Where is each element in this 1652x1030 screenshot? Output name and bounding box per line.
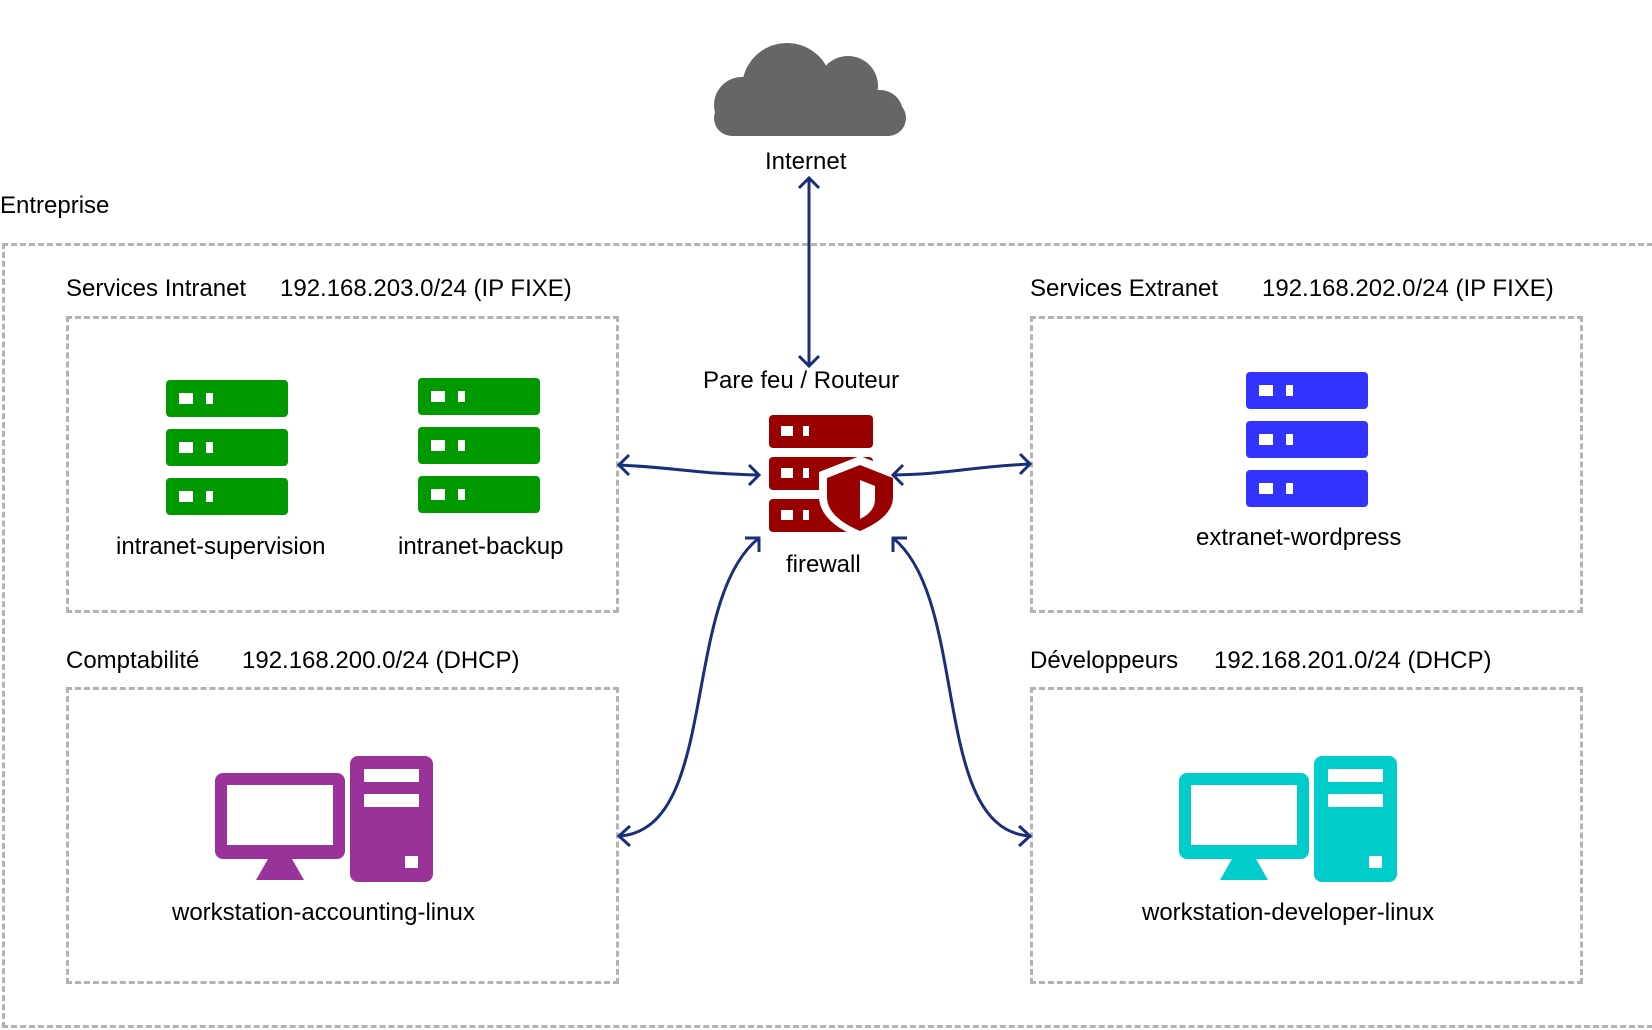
server-icon	[418, 378, 540, 513]
server-icon	[1246, 372, 1368, 507]
workstation-icon	[215, 756, 433, 882]
host-label-workstation-developer: workstation-developer-linux	[1142, 899, 1435, 926]
firewall-shield-icon	[769, 415, 901, 538]
intranet-zone-name: Services Intranet	[66, 275, 247, 302]
enterprise-zone	[2, 243, 1652, 1028]
host-label-intranet-supervision: intranet-supervision	[116, 533, 326, 560]
link-extranet-firewall	[892, 462, 1031, 477]
enterprise-label: Entreprise	[0, 192, 110, 219]
intranet-zone-network: 192.168.203.0/24 (IP FIXE)	[280, 275, 572, 302]
firewall-label: firewall	[786, 551, 861, 578]
extranet-zone-network: 192.168.202.0/24 (IP FIXE)	[1262, 275, 1554, 302]
extranet-zone-name: Services Extranet	[1030, 275, 1219, 302]
link-developers-firewall	[892, 536, 1031, 838]
host-label-workstation-accounting: workstation-accounting-linux	[172, 899, 475, 926]
cloud-icon	[714, 43, 906, 136]
accounting-zone-network: 192.168.200.0/24 (DHCP)	[242, 647, 520, 674]
developers-zone-name: Développeurs	[1030, 647, 1179, 674]
accounting-zone-name: Comptabilité	[66, 647, 200, 674]
host-label-intranet-backup: intranet-backup	[398, 533, 564, 560]
server-icon	[166, 380, 288, 515]
link-accounting-firewall	[618, 536, 760, 838]
host-label-extranet-wordpress: extranet-wordpress	[1196, 524, 1402, 551]
link-intranet-firewall	[618, 463, 760, 477]
developers-zone-network: 192.168.201.0/24 (DHCP)	[1214, 647, 1492, 674]
network-links	[616, 175, 1033, 848]
workstation-icon	[1179, 756, 1397, 882]
firewall-title: Pare feu / Routeur	[703, 367, 900, 394]
internet-label: Internet	[765, 148, 847, 175]
